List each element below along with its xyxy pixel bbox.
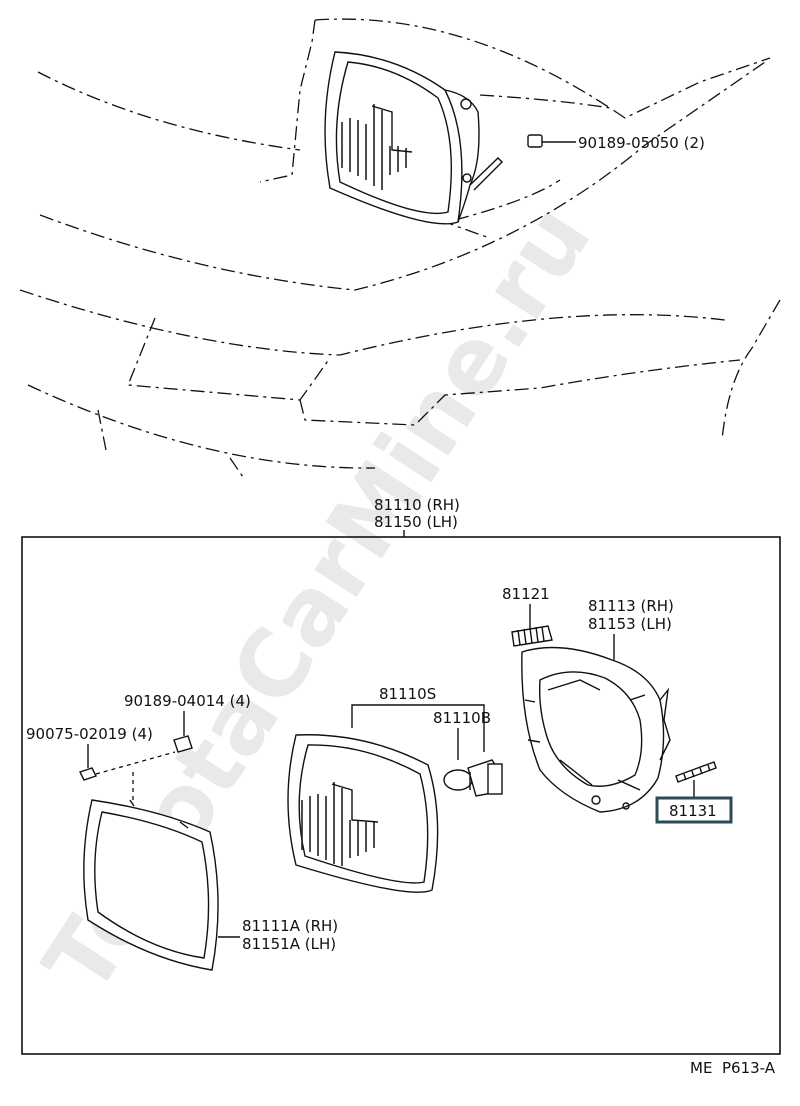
label-nut-small: 90189-04014 (4) (124, 692, 251, 710)
bulb-socket-part (511, 625, 553, 647)
label-assembly-rh: 81110 (RH) (374, 496, 460, 514)
retainer-ring-part (83, 799, 219, 971)
top-nut-part (527, 134, 576, 148)
label-assembly-lh: 81150 (LH) (374, 513, 458, 531)
label-retainer-rh: 81111A (RH) (242, 917, 338, 935)
highlight-box-adjust-screw (655, 796, 733, 824)
nut-small-part (173, 735, 193, 753)
label-housing-rh: 81113 (RH) (588, 597, 674, 615)
sealed-unit-part (287, 734, 439, 893)
screw-part (79, 767, 97, 781)
label-top-nut: 90189-05050 (2) (578, 134, 705, 152)
label-bulb: 81110B (433, 709, 491, 727)
bulb-part (443, 759, 503, 797)
label-sealed-unit: 81110S (379, 685, 436, 703)
housing-part (521, 646, 671, 813)
label-bulb-socket: 81121 (502, 585, 550, 603)
assembly-frame (21, 536, 781, 1055)
label-retainer-lh: 81151A (LH) (242, 935, 336, 953)
footer-code-prefix: ME (690, 1059, 712, 1077)
label-adjust-screw: 81131 (669, 802, 717, 820)
top-headlamp (324, 51, 503, 225)
footer-code: P613-A (722, 1059, 776, 1077)
car-body-outline (19, 18, 781, 481)
label-housing-lh: 81153 (LH) (588, 615, 672, 633)
label-screw: 90075-02019 (4) (26, 725, 153, 743)
adjust-screw-part (675, 761, 717, 798)
